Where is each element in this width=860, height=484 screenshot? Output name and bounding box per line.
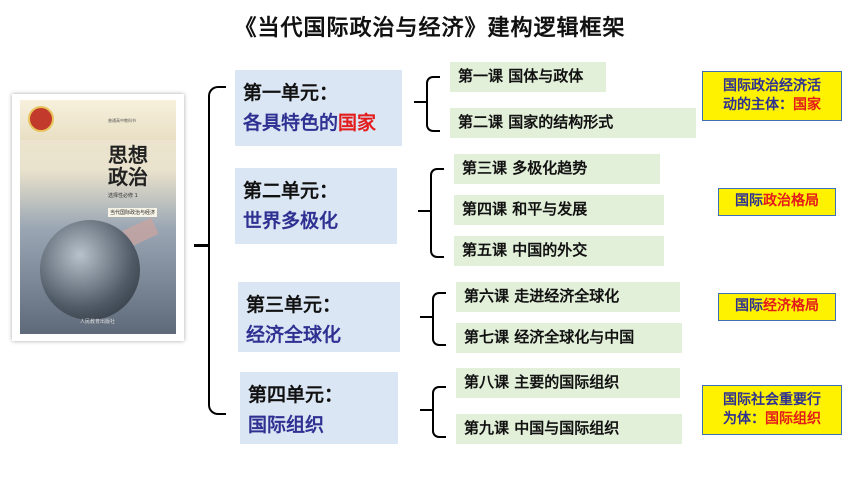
lesson-4: 第四课 和平与发展 xyxy=(454,195,664,225)
unit-4-name: 第四单元： xyxy=(248,384,344,406)
unit-1-bracket xyxy=(426,76,440,132)
lesson-8: 第八课 主要的国际组织 xyxy=(456,368,680,398)
note-4-line2-prefix: 为体： xyxy=(723,411,765,427)
main-bracket xyxy=(208,86,226,415)
unit-2-bracket xyxy=(430,168,444,258)
note-unit-1: 国际政治经济活 动的主体：国家 xyxy=(702,71,842,121)
unit-1-box: 第一单元： 各具特色的国家 xyxy=(235,70,402,146)
cover-title: 思想 政治 xyxy=(108,144,148,188)
unit-2-name: 第二单元： xyxy=(243,180,339,202)
lesson-2: 第二课 国家的结构形式 xyxy=(450,108,696,138)
cover-art: 普通高中教科书 思想 政治 选择性必修 1 当代国际政治与经济 人民教育出版社 xyxy=(20,100,176,334)
unit-4-bracket-tip xyxy=(420,409,433,411)
note-4-line2: 为体：国际组织 xyxy=(703,410,841,429)
cover-subtitle: 选择性必修 1 xyxy=(108,193,138,199)
unit-2-box: 第二单元： 世界多极化 xyxy=(235,168,397,244)
unit-4-box: 第四单元： 国际组织 xyxy=(240,372,398,444)
note-unit-4: 国际社会重要行 为体：国际组织 xyxy=(702,385,842,435)
lesson-5: 第五课 中国的外交 xyxy=(454,236,664,266)
note-1-line2-highlight: 国家 xyxy=(793,97,821,113)
unit-3-bracket xyxy=(432,292,446,346)
cover-subtitle2: 当代国际政治与经济 xyxy=(108,208,158,217)
unit-1-theme: 各具特色的国家 xyxy=(243,108,376,135)
note-unit-3: 国际经济格局 xyxy=(718,293,836,321)
cover-publisher: 人民教育出版社 xyxy=(80,319,116,325)
note-unit-2: 国际政治格局 xyxy=(718,188,836,216)
note-1-line2-prefix: 动的主体： xyxy=(723,97,793,113)
unit-4-bracket xyxy=(432,386,446,438)
lesson-1: 第一课 国体与政体 xyxy=(450,62,606,92)
unit-1-theme-prefix: 各具特色的 xyxy=(243,112,339,134)
note-4-line2-highlight: 国际组织 xyxy=(765,411,821,427)
note-1-line2: 动的主体：国家 xyxy=(703,96,841,115)
cover-title-line1: 思想 xyxy=(108,143,148,167)
main-bracket-tip xyxy=(194,244,209,247)
unit-3-bracket-tip xyxy=(420,316,433,318)
unit-3-box: 第三单元： 经济全球化 xyxy=(238,282,400,352)
note-2-highlight: 政治格局 xyxy=(763,193,819,209)
unit-1-name: 第一单元： xyxy=(243,82,339,104)
textbook-cover: 普通高中教科书 思想 政治 选择性必修 1 当代国际政治与经济 人民教育出版社 xyxy=(12,94,184,341)
note-1-line1: 国际政治经济活 xyxy=(723,78,821,94)
note-4-line1: 国际社会重要行 xyxy=(723,392,821,408)
cover-series: 普通高中教科书 xyxy=(108,118,136,123)
lesson-3: 第三课 多极化趋势 xyxy=(454,154,660,184)
unit-4-theme: 国际组织 xyxy=(248,414,325,436)
note-3-prefix: 国际 xyxy=(735,298,763,314)
note-3-highlight: 经济格局 xyxy=(763,298,819,314)
globe-image-icon xyxy=(40,220,140,320)
lesson-9: 第九课 中国与国际组织 xyxy=(456,414,682,444)
unit-3-name: 第三单元： xyxy=(246,294,342,316)
note-2-prefix: 国际 xyxy=(735,193,763,209)
page-title: 《当代国际政治与经济》建构逻辑框架 xyxy=(234,16,626,41)
unit-1-theme-highlight: 国家 xyxy=(338,112,377,134)
unit-1-bracket-tip xyxy=(414,101,427,103)
unit-2-theme: 世界多极化 xyxy=(243,210,339,232)
publisher-logo-icon xyxy=(28,106,54,132)
unit-3-theme: 经济全球化 xyxy=(246,324,342,346)
cover-title-line2: 政治 xyxy=(108,165,148,189)
lesson-6: 第六课 走进经济全球化 xyxy=(456,282,680,312)
lesson-7: 第七课 经济全球化与中国 xyxy=(456,323,682,353)
unit-2-bracket-tip xyxy=(418,210,431,212)
